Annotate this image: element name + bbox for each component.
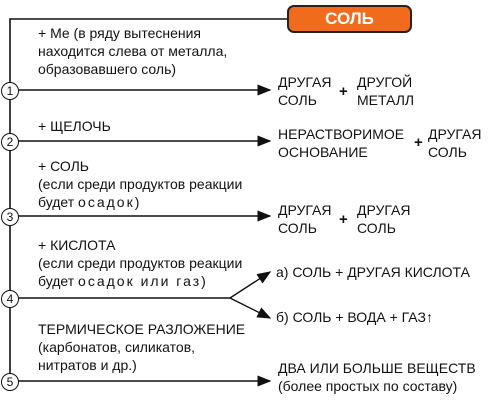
reaction-3-line-1: + СОЛЬ (38, 158, 89, 174)
reaction-1-product-left-2: СОЛЬ (278, 92, 317, 108)
title-box: СОЛЬ (287, 5, 412, 33)
reaction-1-product-right-2: МЕТАЛЛ (357, 92, 415, 108)
reaction-5-line-3: нитратов и др.) (38, 357, 137, 373)
reaction-3-line-3-suffix: ) (134, 194, 140, 210)
reaction-2-plus: + (414, 134, 423, 151)
arrow-4a (229, 271, 272, 299)
reaction-4-product-a: а) СОЛЬ + ДРУГАЯ КИСЛОТА (276, 264, 470, 280)
reaction-1-product-left-1: ДРУГАЯ (278, 74, 332, 90)
reaction-5-product-2: (более простых по составу) (278, 378, 458, 394)
reaction-1-product-right-1: ДРУГОЙ (357, 74, 413, 90)
reaction-3-plus: + (339, 211, 348, 228)
reaction-5-line-1: ТЕРМИЧЕСКОЕ РАЗЛОЖЕНИЕ (38, 321, 246, 337)
step-number-5: 5 (1, 373, 19, 391)
reaction-2-product-right-1: ДРУГАЯ (428, 126, 482, 142)
reaction-5-line-2: (карбонатов, силикатов, (38, 339, 196, 355)
reaction-3-line-2: (если среди продуктов реакции (38, 176, 243, 192)
reaction-3-line-3-prefix: будет (38, 194, 79, 210)
reaction-1-line-2: находится слева от металла, (38, 43, 228, 59)
reaction-4-line-2: (если среди продуктов реакции (38, 255, 243, 271)
reaction-3-product-left-1: ДРУГАЯ (278, 202, 332, 218)
reaction-4-precipitate-or-gas-words: осадок или газ (78, 273, 202, 289)
reaction-4-line-1: + КИСЛОТА (38, 237, 116, 253)
reaction-1-line-3: образовавшего соль) (38, 61, 177, 77)
reaction-2-product-left-2: ОСНОВАНИЕ (278, 144, 368, 160)
reaction-1-plus: + (339, 83, 348, 100)
step-number-4: 4 (1, 290, 19, 308)
reaction-3-line-3: будет осадок) (38, 194, 139, 211)
reaction-2-product-right-2: СОЛЬ (428, 144, 467, 160)
reaction-4-line-3: будет осадок или газ) (38, 273, 206, 290)
trunk-line (9, 18, 287, 381)
step-number-3: 3 (1, 208, 19, 226)
reaction-2-line-1: + ЩЕЛОЧЬ (38, 118, 111, 134)
arrow-4b (229, 297, 272, 319)
reaction-4-line-3-suffix: ) (201, 273, 206, 289)
step-number-1: 1 (1, 82, 19, 100)
reaction-2-product-left-1: НЕРАСТВОРИМОЕ (278, 126, 405, 142)
reaction-4-line-3-prefix: будет (38, 273, 79, 289)
reaction-3-product-right-2: СОЛЬ (357, 220, 396, 236)
reaction-4-product-b: б) СОЛЬ + ВОДА + ГАЗ↑ (276, 309, 433, 325)
reaction-3-precipitate-word: осадок (78, 194, 135, 210)
reaction-3-product-left-2: СОЛЬ (278, 220, 317, 236)
reaction-3-product-right-1: ДРУГАЯ (357, 202, 411, 218)
reaction-1-line-1: + Ме (в ряду вытеснения (38, 25, 202, 41)
step-number-2: 2 (1, 133, 19, 151)
reaction-5-product-1: ДВА ИЛИ БОЛЬШЕ ВЕЩЕСТВ (278, 360, 476, 376)
